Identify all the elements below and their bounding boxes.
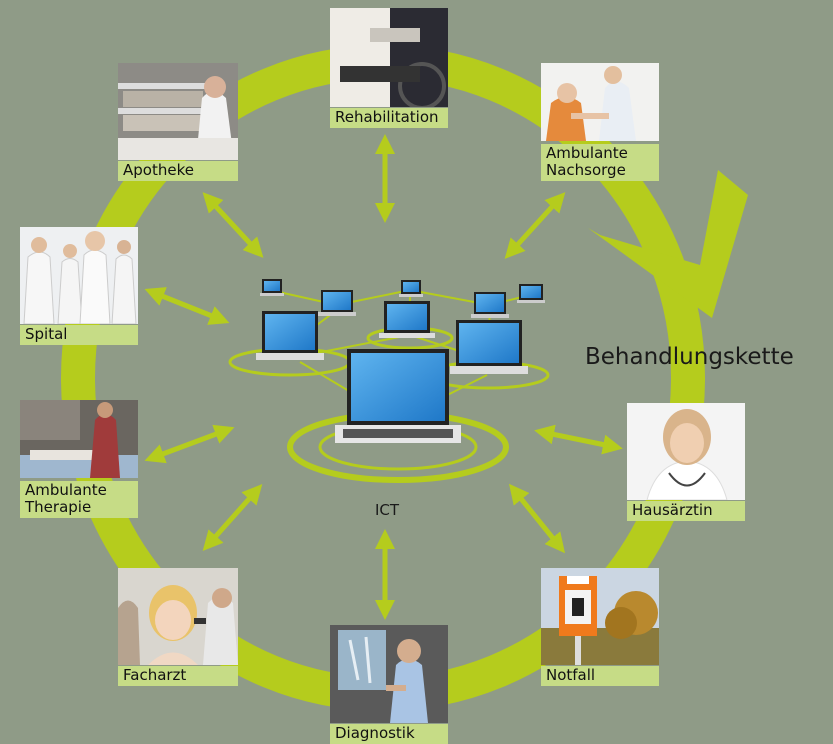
ict-network <box>228 279 550 483</box>
xray-photo <box>330 625 448 723</box>
node-label-hausaerztin: Hausärztin <box>627 501 745 521</box>
node-label-diagnostik: Diagnostik <box>330 724 448 744</box>
node-label-apotheke: Apotheke <box>118 161 238 181</box>
arrow-therapie-lower <box>202 484 263 551</box>
node-nachsorge: Ambulante Nachsorge <box>541 63 659 181</box>
node-spital: Spital <box>20 227 138 345</box>
physiotherapy-photo <box>20 400 138 478</box>
arrow-notfall <box>508 483 566 554</box>
node-label-nachsorge: Ambulante Nachsorge <box>541 144 659 181</box>
arrow-therapie-upper <box>144 424 235 464</box>
arrow-apotheke <box>202 192 264 258</box>
ict-label: ICT <box>375 501 400 519</box>
node-rehabilitation: Rehabilitation <box>330 8 448 128</box>
arrow-hausaerztin <box>534 424 623 455</box>
node-label-facharzt: Facharzt <box>118 666 238 686</box>
arrow-spital <box>144 287 230 325</box>
node-label-notfall: Notfall <box>541 666 659 686</box>
laptop-icons <box>256 279 545 443</box>
arrow-nachsorge <box>504 192 566 259</box>
sos-phone-photo <box>541 568 659 665</box>
node-label-rehabilitation: Rehabilitation <box>330 108 448 128</box>
cycle-direction-arrow <box>588 170 748 318</box>
node-label-therapie: Ambulante Therapie <box>20 481 138 518</box>
node-facharzt: Facharzt <box>118 568 238 686</box>
ear-exam-photo <box>118 568 238 665</box>
node-apotheke: Apotheke <box>118 63 238 181</box>
nurse-care-photo <box>541 63 659 141</box>
node-notfall: Notfall <box>541 568 659 686</box>
doctor-portrait-photo <box>627 403 745 500</box>
node-diagnostik: Diagnostik <box>330 625 448 744</box>
wheelchair-photo <box>330 8 448 107</box>
connection-arrows <box>144 134 623 620</box>
node-hausaerztin: Hausärztin <box>627 403 745 521</box>
hospital-staff-photo <box>20 227 138 324</box>
node-therapie: Ambulante Therapie <box>20 400 138 518</box>
diagram-title: Behandlungskette <box>585 344 794 370</box>
pharmacy-photo <box>118 63 238 160</box>
node-label-spital: Spital <box>20 325 138 345</box>
